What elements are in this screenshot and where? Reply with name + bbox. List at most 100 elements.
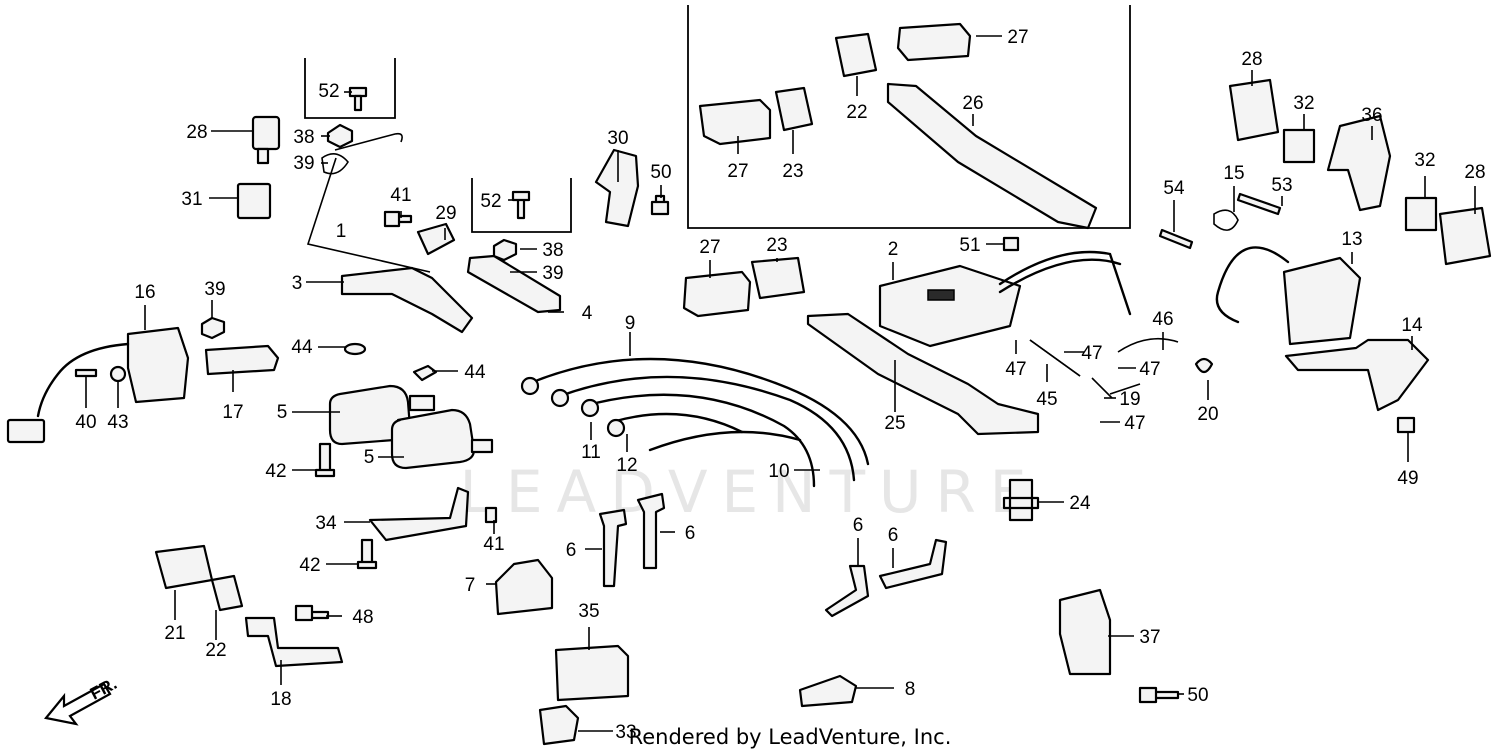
connector-cover-22-left [210,574,244,612]
callout-28: 28 [186,122,207,143]
callout-11: 11 [581,442,601,463]
callout-51: 51 [959,235,980,256]
clip-29 [416,222,456,256]
plug-terminal-11 [580,398,600,418]
bolt-42-a [314,442,336,478]
callout-19: 19 [1119,389,1140,410]
relay-28-right-a [1228,78,1280,142]
nut-39-left [200,316,226,340]
inset-box-52-top [304,58,396,119]
bolt-50-top [650,194,670,216]
bracket-25 [806,312,1040,436]
callout-17: 17 [222,402,243,423]
callout-7: 7 [465,575,476,596]
callout-23: 23 [766,235,787,256]
cover-27-loose [682,270,752,318]
callout-36: 36 [1361,105,1382,126]
callout-2: 2 [888,239,899,260]
callout-48: 48 [352,607,373,628]
callout-54: 54 [1163,178,1185,199]
callout-45: 45 [1036,389,1057,410]
cover-23-loose [750,256,806,300]
bolt-54 [1158,228,1194,250]
callout-27: 27 [727,161,748,182]
bolt-42-b [356,538,378,570]
callout-47: 47 [1139,359,1160,380]
callout-32: 32 [1414,150,1435,171]
spark-plug-wires-9 [526,357,870,488]
plug-cap-6-c [824,564,870,618]
cover-27-right [896,22,972,62]
callout-44: 44 [291,337,313,358]
callout-42: 42 [265,461,286,482]
callout-28: 28 [1241,49,1262,70]
callout-38: 38 [542,240,563,261]
callout-22: 22 [846,102,867,123]
callout-25: 25 [884,413,905,434]
callout-28: 28 [1464,162,1485,183]
callout-50: 50 [1187,685,1208,706]
plug-cap-6-b [636,492,666,570]
callout-43: 43 [107,412,128,433]
callout-1: 1 [336,221,347,242]
callout-39: 39 [293,153,314,174]
callout-47: 47 [1124,413,1145,434]
cover-22-top [834,32,878,78]
hose-46 [1117,337,1179,353]
bolt-49 [1396,416,1416,434]
clip-39-top [321,132,403,175]
cover-23-top [774,86,814,132]
callout-27: 27 [1007,27,1028,48]
bolt-48 [294,604,330,622]
bolt-53 [1236,192,1282,216]
connector-33 [538,704,580,746]
bracket-18 [244,616,344,668]
callout-38: 38 [293,127,314,148]
cap-8 [798,674,858,708]
callout-40: 40 [75,412,96,433]
callout-35: 35 [578,601,599,622]
bracket-34 [368,486,470,542]
relay-28-left [251,115,281,165]
bolt-52-mid [511,190,531,220]
bolt-41-mid [484,506,498,524]
bolt-50-bottom [1138,686,1180,704]
callout-14: 14 [1401,315,1423,336]
callout-12: 12 [616,455,637,476]
bolt-52-top [348,86,368,112]
bracket-30 [594,148,640,228]
callout-42: 42 [299,555,320,576]
hose-45 [1029,339,1081,377]
callout-46: 46 [1152,309,1173,330]
clip-15 [1213,209,1239,231]
callout-31: 31 [181,189,202,210]
callout-5: 5 [364,447,375,468]
connector-32-a [1282,128,1316,164]
control-unit-2 [878,250,1132,348]
arrow-icon [43,682,112,726]
ignition-coil-5-a [328,384,436,446]
callout-21: 21 [164,623,185,644]
leader-lines [85,35,1476,732]
connector-31 [236,182,272,220]
part-drawings [6,22,1492,746]
plug-terminal-b [550,388,570,408]
callout-23: 23 [782,161,803,182]
callout-49: 49 [1397,468,1418,489]
callout-29: 29 [435,203,456,224]
stay-3 [340,266,474,334]
callout-34: 34 [315,513,337,534]
callout-41: 41 [390,185,411,206]
cover-27-left [698,98,772,146]
grommet-20 [1194,357,1214,374]
inset-boxes [304,5,1131,233]
callout-labels: 52 28 38 39 31 1 41 29 52 30 50 38 39 3 … [75,27,1485,743]
callout-10: 10 [768,461,789,482]
plug-terminal-12 [606,418,626,438]
watermark: LEADVENTURE [460,458,1041,526]
connector-32-b [1404,196,1438,232]
callout-22: 22 [205,640,226,661]
bolt-41-top [383,210,413,228]
plug-terminal-a [520,376,540,396]
callout-6: 6 [853,515,864,536]
